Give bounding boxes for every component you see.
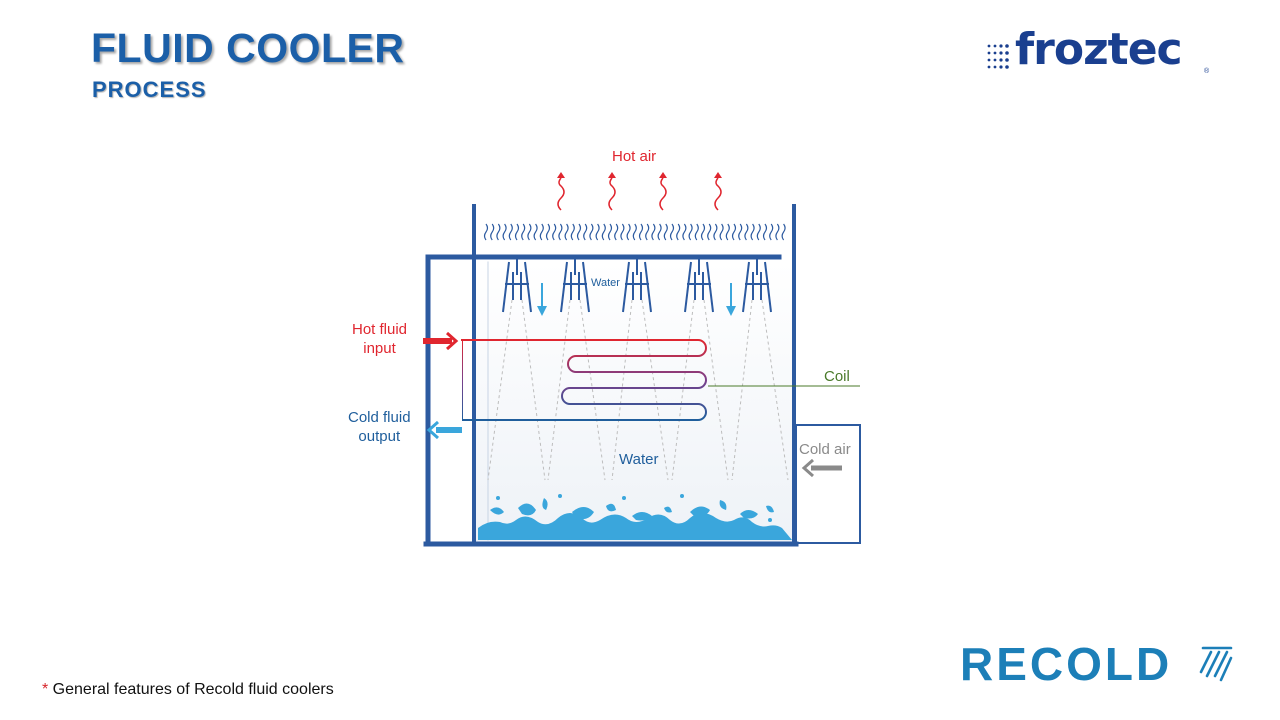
spray-nozzle	[622, 257, 652, 313]
drift-blade	[638, 223, 644, 241]
drift-blade	[663, 223, 668, 241]
drift-blade	[601, 223, 606, 241]
hot-air-arrowheads	[557, 172, 722, 178]
drift-blade	[688, 223, 693, 241]
cold-air-arrow	[801, 458, 842, 478]
drift-blade	[552, 223, 557, 241]
drift-blade	[521, 223, 526, 241]
spray-nozzle	[560, 257, 590, 313]
drift-blade	[781, 223, 786, 241]
footnote-star: *	[42, 681, 49, 698]
drift-blade	[769, 223, 774, 241]
hot-fluid-input-label: Hot fluid input	[352, 321, 408, 357]
drift-blade	[756, 223, 761, 241]
housing-frame	[423, 204, 799, 547]
spray-nozzle	[684, 257, 714, 313]
drift-blade	[533, 223, 538, 241]
drift-blade	[620, 223, 625, 241]
drift-blade	[589, 223, 594, 241]
hot-air-arrows	[557, 177, 722, 211]
drift-blade	[576, 223, 582, 241]
air-inlet-box	[795, 424, 861, 544]
drift-blade	[676, 223, 681, 241]
drift-blade	[508, 223, 513, 241]
registered-mark: ®	[1204, 68, 1210, 75]
drift-blade	[607, 223, 613, 241]
drift-blade	[595, 223, 600, 241]
drift-blade	[725, 223, 730, 241]
drift-blade	[682, 223, 687, 241]
drift-blade	[496, 223, 501, 241]
page-title: FLUID COOLER	[91, 25, 405, 71]
drift-blade	[558, 223, 563, 241]
cold-air-label: Cold air	[799, 441, 851, 458]
drift-blade	[775, 223, 780, 241]
drift-eliminator	[483, 223, 786, 241]
water-mid-label: Water	[619, 451, 659, 468]
recold-wordmark: RECOLD	[960, 638, 1173, 690]
drift-blade	[502, 223, 507, 241]
drift-blade	[570, 223, 575, 241]
drift-blade	[632, 223, 637, 241]
footnote: * General features of Recold fluid coole…	[42, 681, 334, 699]
drift-blade	[657, 223, 662, 241]
drift-blade	[583, 223, 588, 241]
drift-blade	[645, 223, 650, 241]
drift-blade	[626, 223, 631, 241]
recold-logo: RECOLD	[960, 638, 1240, 690]
froztec-dots-icon	[987, 44, 1009, 69]
drift-blade	[527, 223, 532, 241]
drift-blade	[614, 223, 619, 241]
drift-blade	[738, 223, 743, 241]
drift-blade	[700, 223, 706, 241]
water-top-label: Water	[591, 277, 620, 289]
drift-blade	[483, 223, 489, 241]
drift-blade	[490, 223, 495, 241]
water-drop-arrows	[537, 283, 736, 316]
drift-blade	[669, 223, 675, 241]
hot-air-label: Hot air	[612, 148, 657, 165]
cold-fluid-output-label: Cold fluid output	[348, 409, 411, 445]
drift-blade	[539, 223, 544, 241]
drift-blade	[713, 223, 718, 241]
drift-blade	[750, 223, 755, 241]
hot-fluid-arrow	[423, 331, 459, 351]
drift-blade	[719, 223, 724, 241]
drift-blade	[545, 223, 551, 241]
housing-interior	[476, 262, 794, 542]
cold-fluid-arrow	[426, 420, 462, 440]
froztec-logo: froztec ®	[985, 28, 1215, 80]
footnote-text: General features of Recold fluid coolers	[48, 681, 334, 698]
drift-blade	[762, 223, 768, 241]
drift-blade	[744, 223, 749, 241]
coil	[461, 339, 707, 421]
drift-blade	[514, 223, 520, 241]
drift-blade	[564, 223, 569, 241]
water-basin	[478, 494, 792, 540]
coil-label: Coil	[824, 368, 850, 385]
drift-blade	[694, 223, 699, 241]
drift-blade	[707, 223, 712, 241]
froztec-wordmark: froztec	[1015, 24, 1183, 75]
spray-nozzles	[502, 257, 772, 313]
spray-lines	[487, 299, 789, 481]
coil-cover	[455, 341, 462, 431]
spray-nozzle	[742, 257, 772, 313]
spray-nozzle	[502, 257, 532, 313]
drift-blade	[731, 223, 737, 241]
page-subtitle: PROCESS	[92, 77, 207, 102]
drift-blade	[651, 223, 656, 241]
recold-mark-icon	[1199, 646, 1233, 682]
